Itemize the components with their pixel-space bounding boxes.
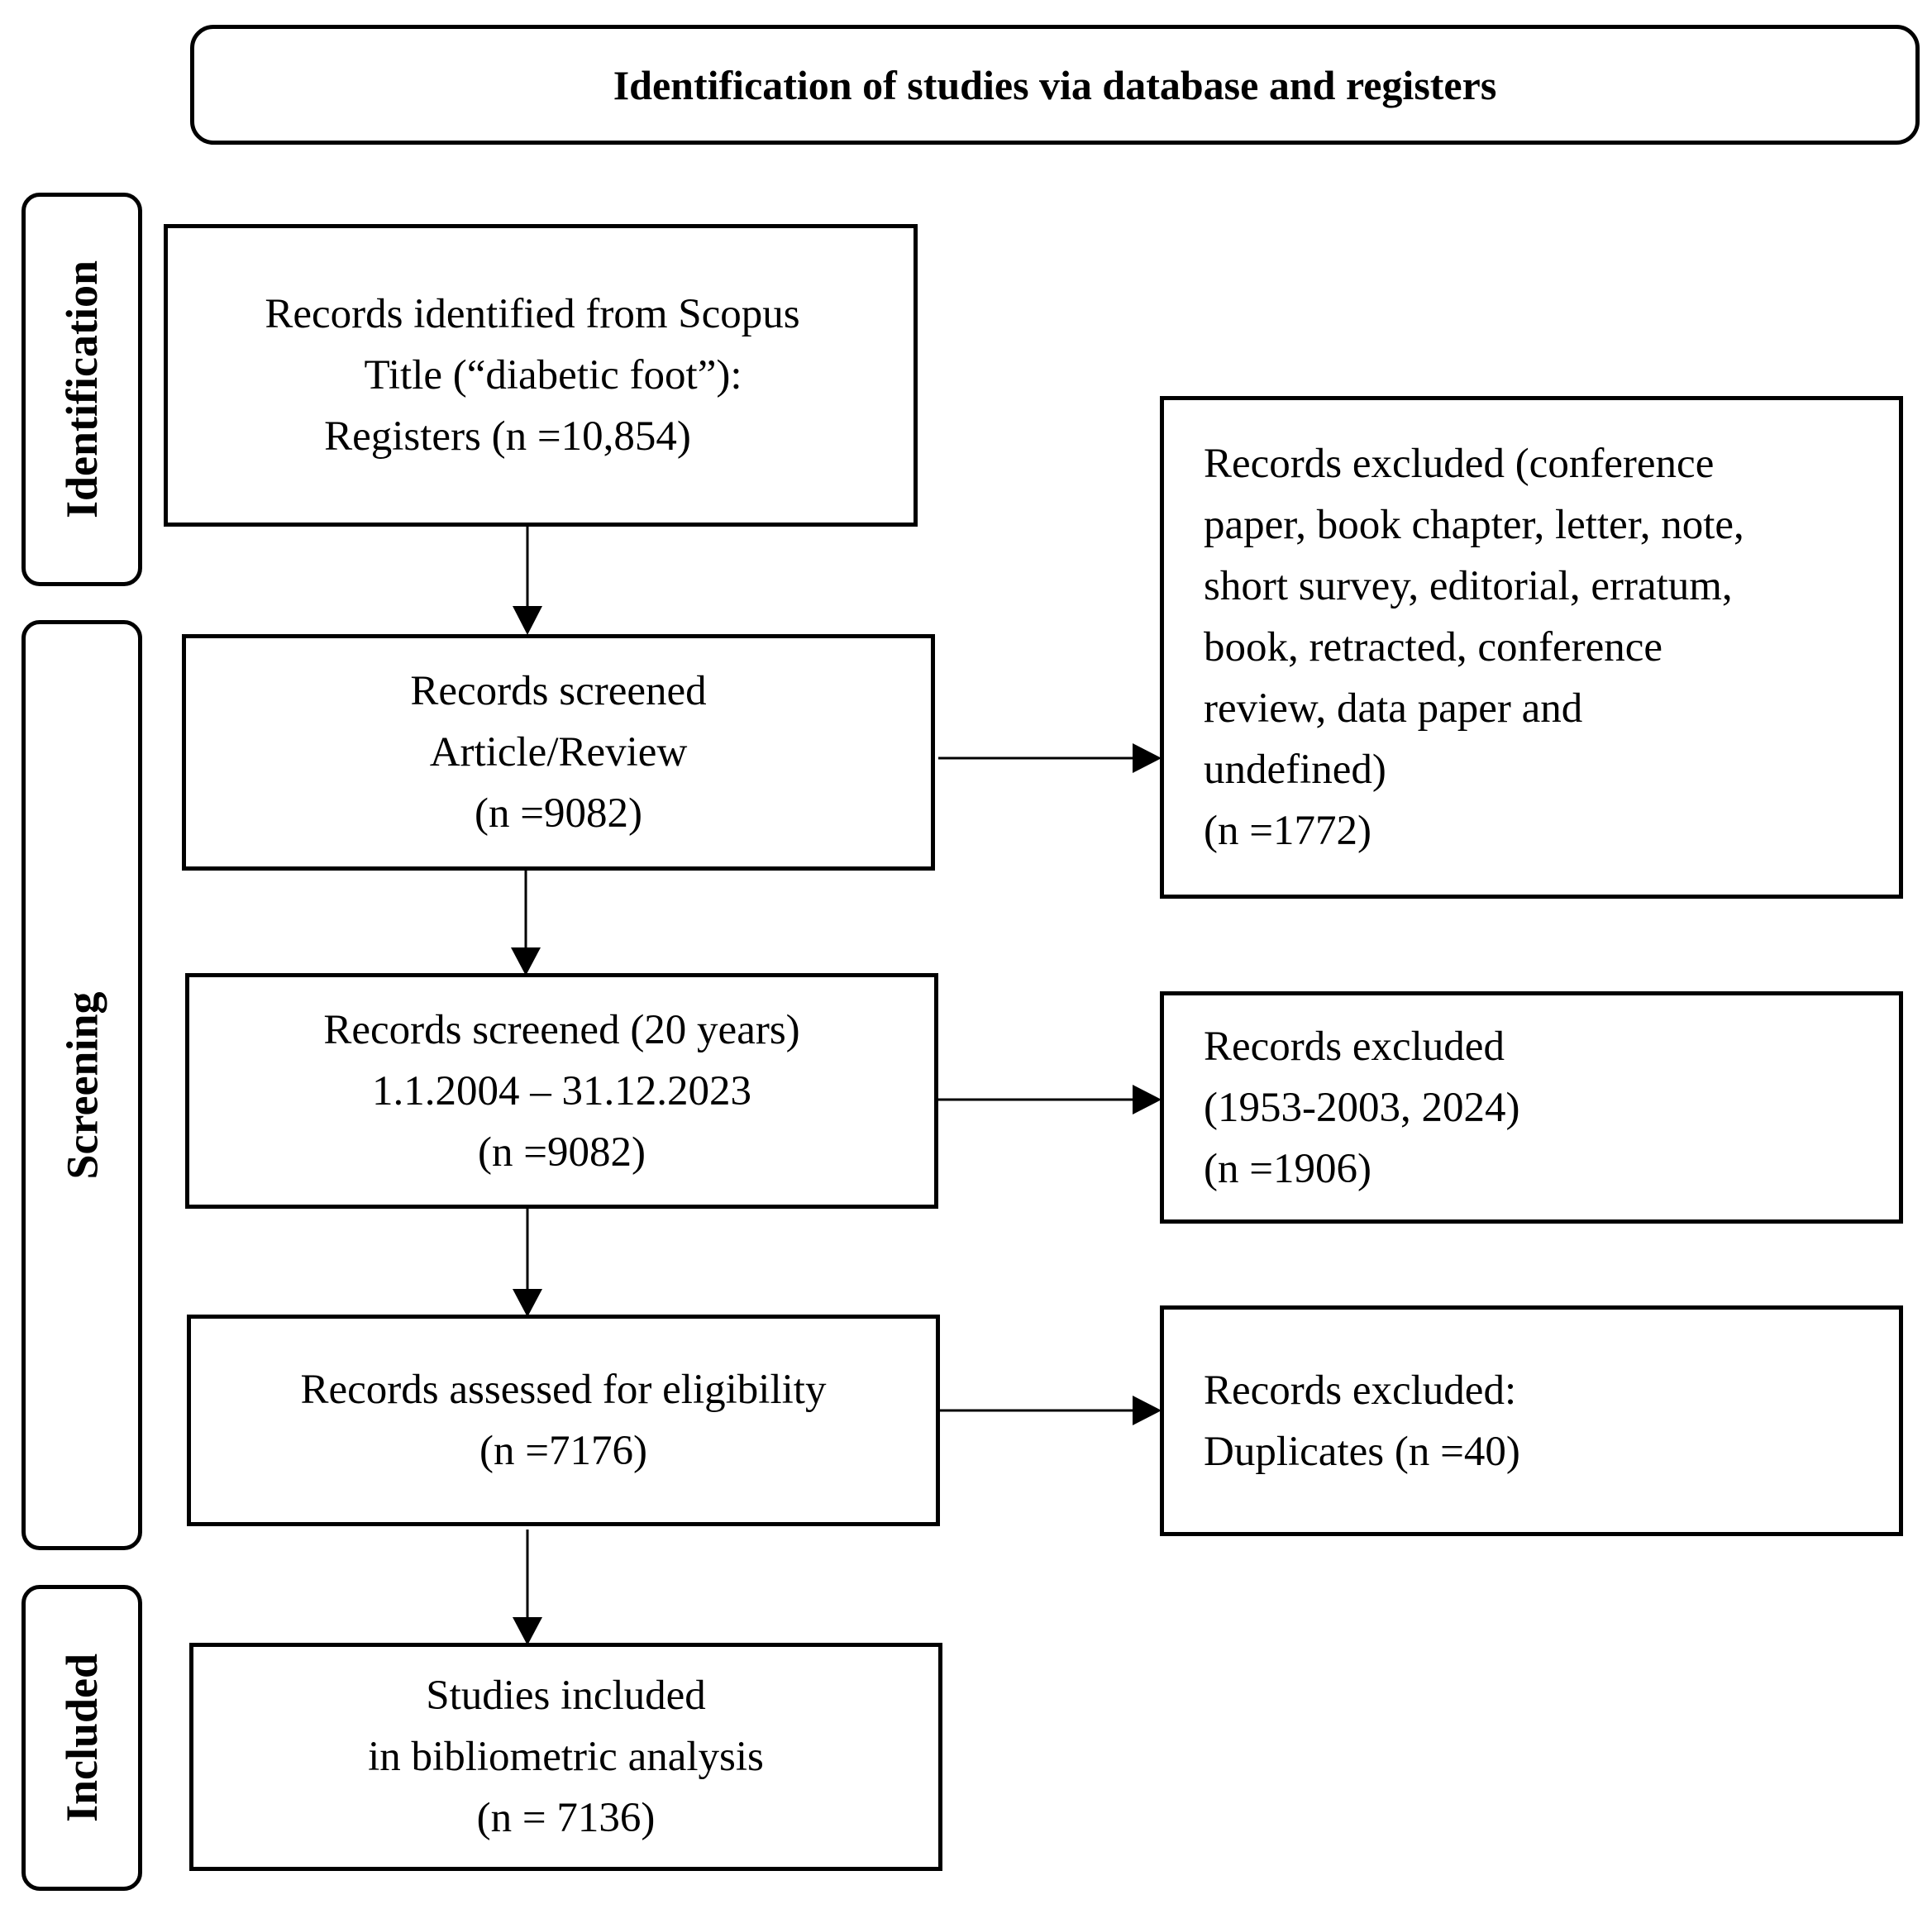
records-excluded-years-line-1: Records excluded [1204,1023,1505,1070]
arrow-head-6 [1133,1085,1162,1114]
records-excluded-years-line-3: (n =1906) [1204,1145,1371,1192]
records-excluded-type-line-5: review, data paper and [1204,685,1583,732]
phase-screening: Screening [21,620,142,1550]
records-identified-line-2: Title (“diabetic foot”): [364,352,742,399]
arrow-head-2 [511,947,541,976]
records-eligibility-line-1: Records assessed for eligibility [300,1367,827,1413]
records-identified-box: Records identified from Scopus Title (“d… [164,224,918,527]
arrow-head-4 [513,1617,542,1645]
diagram-title: Identification of studies via database a… [190,25,1920,145]
arrow-head-1 [513,606,542,635]
records-excluded-duplicates-line-1: Records excluded: [1204,1367,1517,1414]
records-excluded-type-box: Records excluded (conference paper, book… [1160,396,1903,899]
studies-included-line-1: Studies included [426,1673,706,1719]
records-screened-years-line-2: 1.1.2004 – 31.12.2023 [372,1067,751,1114]
records-excluded-type-line-6: undefined) [1204,747,1386,793]
arrow-head-3 [513,1289,542,1317]
phase-identification: Identification [21,193,142,586]
studies-included-line-2: in bibliometric analysis [368,1734,764,1780]
studies-included-line-3: (n = 7136) [476,1795,656,1841]
records-excluded-type-line-4: book, retracted, conference [1204,624,1662,671]
records-excluded-type-line-1: Records excluded (conference [1204,441,1715,487]
records-screened-type-box: Records screened Article/Review (n =9082… [182,634,935,871]
arrow-head-5 [1133,743,1162,773]
records-screened-years-line-1: Records screened (20 years) [323,1006,800,1053]
records-screened-years-box: Records screened (20 years) 1.1.2004 – 3… [185,973,938,1209]
studies-included-box: Studies included in bibliometric analysi… [189,1643,942,1871]
records-identified-line-3: Registers (n =10,854) [324,413,691,460]
records-identified-line-1: Records identified from Scopus [265,291,800,337]
records-excluded-years-box: Records excluded (1953-2003, 2024) (n =1… [1160,991,1903,1224]
phase-included: Included [21,1585,142,1891]
records-eligibility-box: Records assessed for eligibility (n =717… [187,1315,940,1526]
arrow-head-7 [1133,1396,1162,1425]
records-screened-type-line-1: Records screened [410,668,707,714]
records-excluded-type-line-2: paper, book chapter, letter, note, [1204,502,1744,548]
records-excluded-type-line-7: (n =1772) [1204,808,1371,854]
records-screened-type-line-3: (n =9082) [475,790,642,837]
records-excluded-type-line-3: short survey, editorial, erratum, [1204,563,1733,609]
records-screened-type-line-2: Article/Review [429,729,688,776]
records-screened-years-line-3: (n =9082) [478,1129,646,1176]
records-excluded-years-line-2: (1953-2003, 2024) [1204,1084,1520,1131]
records-excluded-duplicates-line-2: Duplicates (n =40) [1204,1428,1520,1475]
records-eligibility-line-2: (n =7176) [479,1428,647,1474]
records-excluded-duplicates-box: Records excluded: Duplicates (n =40) [1160,1305,1903,1536]
